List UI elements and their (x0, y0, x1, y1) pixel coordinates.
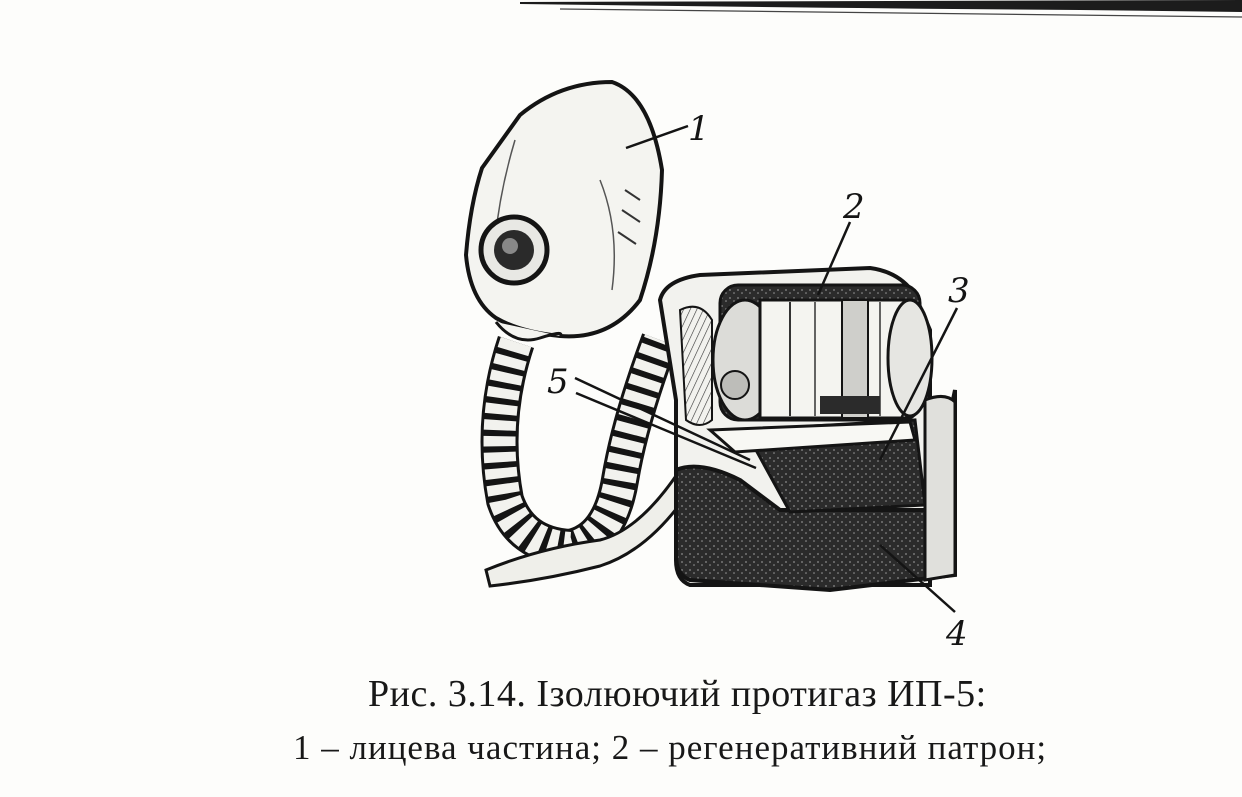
tray-plate (706, 420, 917, 454)
figure-caption-legend: 1 – лицева частина; 2 – регенеративний п… (293, 728, 1048, 767)
callout-3: 3 (948, 271, 970, 311)
callout-1: 1 (688, 109, 710, 149)
regenerative-cartridge (711, 283, 934, 422)
apparatus-case (657, 265, 957, 593)
callout-2: 2 (842, 187, 865, 227)
scan-top-rule (520, 0, 1242, 18)
corrugated-hose (480, 333, 678, 568)
figure-caption-title: Рис. 3.14. Ізолюючий протигаз ИП-5: (368, 673, 987, 715)
face-mask (463, 79, 665, 342)
leader-lines (574, 124, 959, 613)
callout-4: 4 (945, 614, 968, 654)
gas-mask-illustration: 1 2 3 4 5 (463, 79, 970, 654)
callout-5: 5 (547, 362, 569, 402)
lower-case (674, 389, 957, 593)
